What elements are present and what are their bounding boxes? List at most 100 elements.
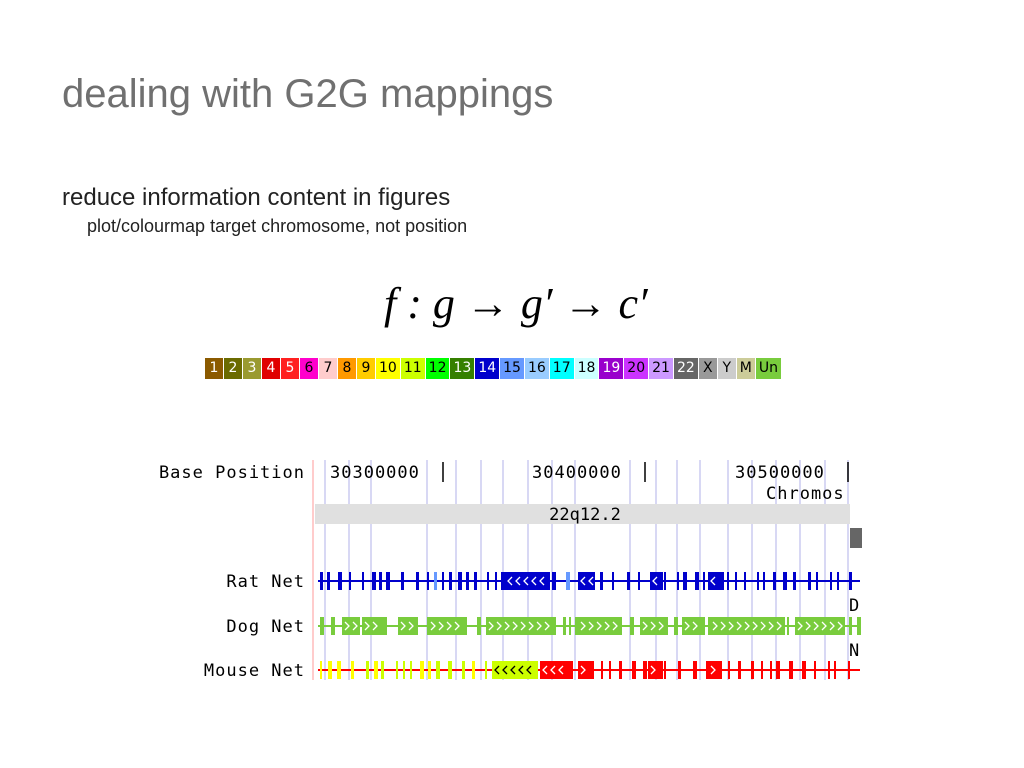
- track-feature: [372, 572, 376, 590]
- track-feature: [331, 617, 335, 635]
- track-feature: [643, 661, 647, 679]
- track-feature: [349, 572, 351, 590]
- track-feature: [600, 572, 603, 590]
- track-feature: [773, 572, 776, 590]
- strand-arrow: [650, 621, 656, 631]
- legend-chip-8: 8: [338, 358, 356, 379]
- track-feature: [695, 572, 699, 590]
- track-feature: [789, 661, 793, 679]
- track-block: [398, 617, 418, 635]
- track-feature: [552, 572, 556, 590]
- strand-arrow: [580, 621, 586, 631]
- track-feature: [802, 661, 806, 679]
- track-feature: [477, 617, 481, 635]
- track-feature: [472, 661, 475, 679]
- track-feature: [619, 661, 622, 679]
- track-feature: [374, 661, 378, 679]
- strand-arrow: [712, 621, 718, 631]
- strand-arrow: [496, 621, 502, 631]
- strand-arrow: [558, 665, 564, 675]
- track-feature: [575, 617, 579, 635]
- track-feature: [320, 661, 322, 679]
- track-feature: [776, 661, 780, 679]
- track-feature: [632, 661, 636, 679]
- strand-arrow: [596, 621, 602, 631]
- chromosome-label: Chromos: [766, 484, 845, 504]
- track-feature: [816, 572, 818, 590]
- strand-arrow: [400, 621, 406, 631]
- track-feature: [464, 617, 467, 635]
- base-position-tick-label: 30500000: [735, 463, 825, 483]
- track-feature: [396, 661, 398, 679]
- track-feature: [420, 661, 424, 679]
- track-feature: [563, 617, 566, 635]
- track-feature: [770, 661, 772, 679]
- track-feature: [757, 572, 759, 590]
- strand-arrow: [507, 576, 513, 586]
- track-feature: [828, 661, 830, 679]
- track-feature: [808, 572, 811, 590]
- strand-arrow: [684, 621, 690, 631]
- track-block: [640, 617, 668, 635]
- strand-arrow: [829, 621, 835, 631]
- track-block: [650, 572, 663, 590]
- legend-chip-12: 12: [425, 358, 450, 379]
- strand-arrow: [510, 665, 516, 675]
- track-overflow-marker: D: [849, 596, 859, 616]
- track-feature: [727, 572, 729, 590]
- strand-arrow: [710, 665, 716, 675]
- cytoband-bar: [315, 504, 850, 524]
- legend-chip-21: 21: [649, 358, 673, 379]
- strand-arrow: [430, 621, 436, 631]
- strand-arrow: [728, 621, 734, 631]
- strand-arrow: [344, 621, 350, 631]
- track-feature: [403, 661, 405, 679]
- legend-chip-2: 2: [224, 358, 242, 379]
- strand-arrow: [550, 665, 556, 675]
- track-feature: [609, 661, 611, 679]
- legend-chip-5: 5: [281, 358, 299, 379]
- strand-arrow: [580, 576, 586, 586]
- track-feature: [683, 572, 687, 590]
- track-block: [492, 661, 538, 679]
- base-position-ticks: 30300000 30400000 30500000: [330, 462, 849, 483]
- legend-chip-3: 3: [243, 358, 261, 379]
- strand-arrow: [408, 621, 414, 631]
- track-block: [710, 617, 785, 635]
- track-feature: [427, 572, 429, 590]
- track-feature: [763, 572, 765, 590]
- track-feature: [793, 572, 796, 590]
- track-overflow-marker: N: [849, 641, 859, 661]
- legend-chip-10: 10: [376, 358, 400, 379]
- track-feature: [566, 572, 570, 590]
- strand-arrow: [604, 621, 610, 631]
- track-block: [578, 572, 595, 590]
- track-feature: [728, 661, 730, 679]
- track-feature: [434, 572, 437, 590]
- track-block: [578, 617, 622, 635]
- track-feature: [678, 661, 681, 679]
- strand-arrow: [612, 621, 618, 631]
- track-feature: [706, 661, 709, 679]
- track-feature: [857, 617, 861, 635]
- strand-arrow: [658, 621, 664, 631]
- track-feature: [630, 617, 634, 635]
- strand-arrow: [752, 621, 758, 631]
- track-feature: [693, 661, 697, 679]
- track-feature: [487, 572, 489, 590]
- legend-chip-9: 9: [357, 358, 375, 379]
- track-feature: [601, 661, 603, 679]
- track-label: Dog Net: [226, 617, 305, 637]
- track-feature: [830, 572, 832, 590]
- track-feature: [664, 572, 666, 590]
- track-feature: [362, 572, 364, 590]
- track-label: Rat Net: [226, 572, 305, 592]
- track-feature: [837, 572, 839, 590]
- base-position-tick-label: 30400000: [532, 463, 622, 483]
- base-position-tick-label: 30300000: [330, 463, 420, 483]
- track-block: [362, 617, 386, 635]
- track-feature: [744, 572, 746, 590]
- track-feature: [849, 617, 852, 635]
